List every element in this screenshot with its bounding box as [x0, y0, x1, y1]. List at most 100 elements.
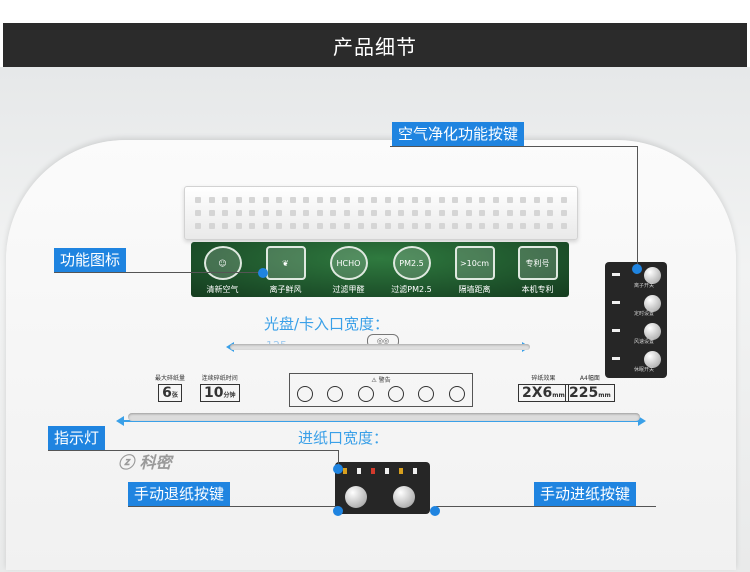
- page-title: 产品细节: [333, 34, 417, 59]
- warning-icon: [388, 386, 405, 402]
- spec-cut: 碎纸效果 2X6mm: [518, 373, 569, 402]
- leader-line: [390, 146, 638, 147]
- spec-unit: mm: [552, 392, 565, 399]
- spec-width: A4幅面 225mm: [565, 373, 615, 402]
- func-label: 隔墙距离: [458, 285, 491, 294]
- timer-button[interactable]: [644, 295, 661, 312]
- spec-sheets: 最大碎纸量 6张: [155, 373, 185, 402]
- spec-label: 连续碎纸时间: [201, 375, 238, 382]
- spec-label: A4幅面: [579, 375, 600, 382]
- func-item-patent: 专利号 本机专利: [509, 246, 567, 295]
- patent-icon: 专利号: [517, 246, 558, 280]
- cd-slot-width-label: 光盘/卡入口宽度：: [264, 315, 390, 333]
- callout-dot: [333, 506, 343, 516]
- function-icon-panel: ☺ 清新空气 ❦ 离子鲜风 HCHO 过滤甲醛 PM2.5 过滤PM2.5 >1…: [191, 242, 569, 297]
- ctrl-label: 离子开关: [634, 283, 655, 289]
- spec-value-box: 225mm: [565, 384, 615, 402]
- indicator-led: [612, 357, 620, 360]
- callout-manual-forward: 手动进纸按键: [534, 482, 637, 506]
- arrow-right-icon: [638, 416, 646, 426]
- spec-value: 10: [204, 385, 224, 401]
- func-item-fresh-air: ☺ 清新空气: [194, 246, 252, 295]
- func-item-distance: >10cm 隔墙距离: [446, 246, 504, 295]
- manual-forward-button[interactable]: [393, 486, 415, 508]
- ctrl-label: 定时设置: [634, 311, 655, 317]
- callout-dot: [333, 464, 343, 474]
- indicator-led: [612, 329, 620, 332]
- air-vent-block: [184, 186, 578, 240]
- callout-dot: [258, 268, 268, 278]
- manual-reverse-button[interactable]: [345, 486, 367, 508]
- warning-title-text: 警告: [378, 377, 391, 384]
- func-item-hcho: HCHO 过滤甲醛: [320, 246, 378, 295]
- leader-line: [436, 506, 656, 507]
- leader-line: [338, 450, 339, 468]
- fan-speed-button[interactable]: [644, 323, 661, 340]
- warning-title: ⚠ 警告: [371, 377, 391, 384]
- warning-panel: ⚠ 警告: [289, 373, 473, 407]
- distance-icon: >10cm: [454, 246, 495, 280]
- shredder-control-panel: [335, 462, 430, 514]
- spec-value-box: 6张: [158, 384, 182, 402]
- spec-value: 225: [569, 385, 599, 401]
- paper-feed-slot: [128, 413, 640, 421]
- brand-logo-text: 科密: [139, 453, 172, 472]
- callout-dot: [632, 264, 642, 274]
- indicator-led: [399, 468, 403, 474]
- ion-plant-icon: ❦: [265, 246, 306, 280]
- leader-line: [54, 272, 266, 273]
- warning-icon: [418, 386, 435, 402]
- func-label: 过滤甲醛: [332, 285, 365, 294]
- func-label: 离子鲜风: [269, 285, 302, 294]
- callout-indicator-light: 指示灯: [48, 426, 106, 450]
- indicator-led: [357, 468, 361, 474]
- header-bar: 产品细节: [3, 23, 747, 67]
- vent-row: [195, 223, 567, 229]
- spec-unit: mm: [598, 392, 611, 399]
- spec-value: 2X6: [522, 385, 553, 401]
- ctrl-row-ion: 离子开关: [610, 265, 665, 289]
- spec-value: 6: [162, 385, 172, 401]
- spec-time: 连续碎纸时间 10分钟: [200, 373, 240, 402]
- spec-value-box: 10分钟: [200, 384, 240, 402]
- sleep-switch-button[interactable]: [644, 351, 661, 368]
- leader-line: [128, 506, 338, 507]
- paper-width-arrow: [124, 420, 640, 422]
- ctrl-label: 休眠开关: [634, 367, 655, 373]
- pm25-icon: PM2.5: [392, 246, 431, 280]
- callout-dot: [430, 506, 440, 516]
- ctrl-row-fan: 风速设置: [610, 321, 665, 345]
- ctrl-row-sleep: 休眠开关: [610, 349, 665, 373]
- vent-row: [195, 197, 567, 203]
- leader-line: [48, 450, 338, 451]
- indicator-led: [612, 301, 620, 304]
- indicator-led: [343, 468, 347, 474]
- spec-label: 碎纸效果: [531, 375, 556, 382]
- indicator-led: [413, 468, 417, 474]
- indicator-led: [612, 273, 620, 276]
- warning-icons: [290, 386, 472, 402]
- warning-icon: [327, 386, 344, 402]
- air-purify-control-panel: 离子开关 定时设置 风速设置 休眠开关: [605, 262, 667, 378]
- spec-value-box: 2X6mm: [518, 384, 569, 402]
- indicator-led: [371, 468, 375, 474]
- warning-icon: [357, 386, 374, 402]
- func-item-ion: ❦ 离子鲜风: [257, 246, 315, 295]
- callout-air-purify: 空气净化功能按键: [392, 122, 525, 146]
- indicator-led: [385, 468, 389, 474]
- arrow-left-icon: [116, 416, 124, 426]
- paper-slot-width-label: 进纸口宽度：: [298, 429, 389, 447]
- callout-manual-reverse: 手动退纸按键: [128, 482, 231, 506]
- warning-icon: [448, 386, 465, 402]
- func-label: 清新空气: [206, 285, 239, 294]
- func-item-pm25: PM2.5 过滤PM2.5: [383, 246, 441, 295]
- ctrl-row-timer: 定时设置: [610, 293, 665, 317]
- smile-face-icon: ☺: [203, 246, 242, 280]
- vent-row: [195, 210, 567, 216]
- warning-icon: [297, 386, 314, 402]
- leader-line: [637, 146, 638, 269]
- func-label: 本机专利: [521, 285, 554, 294]
- spec-unit: 分钟: [223, 392, 236, 399]
- ion-switch-button[interactable]: [644, 267, 661, 284]
- func-label: 过滤PM2.5: [391, 285, 432, 294]
